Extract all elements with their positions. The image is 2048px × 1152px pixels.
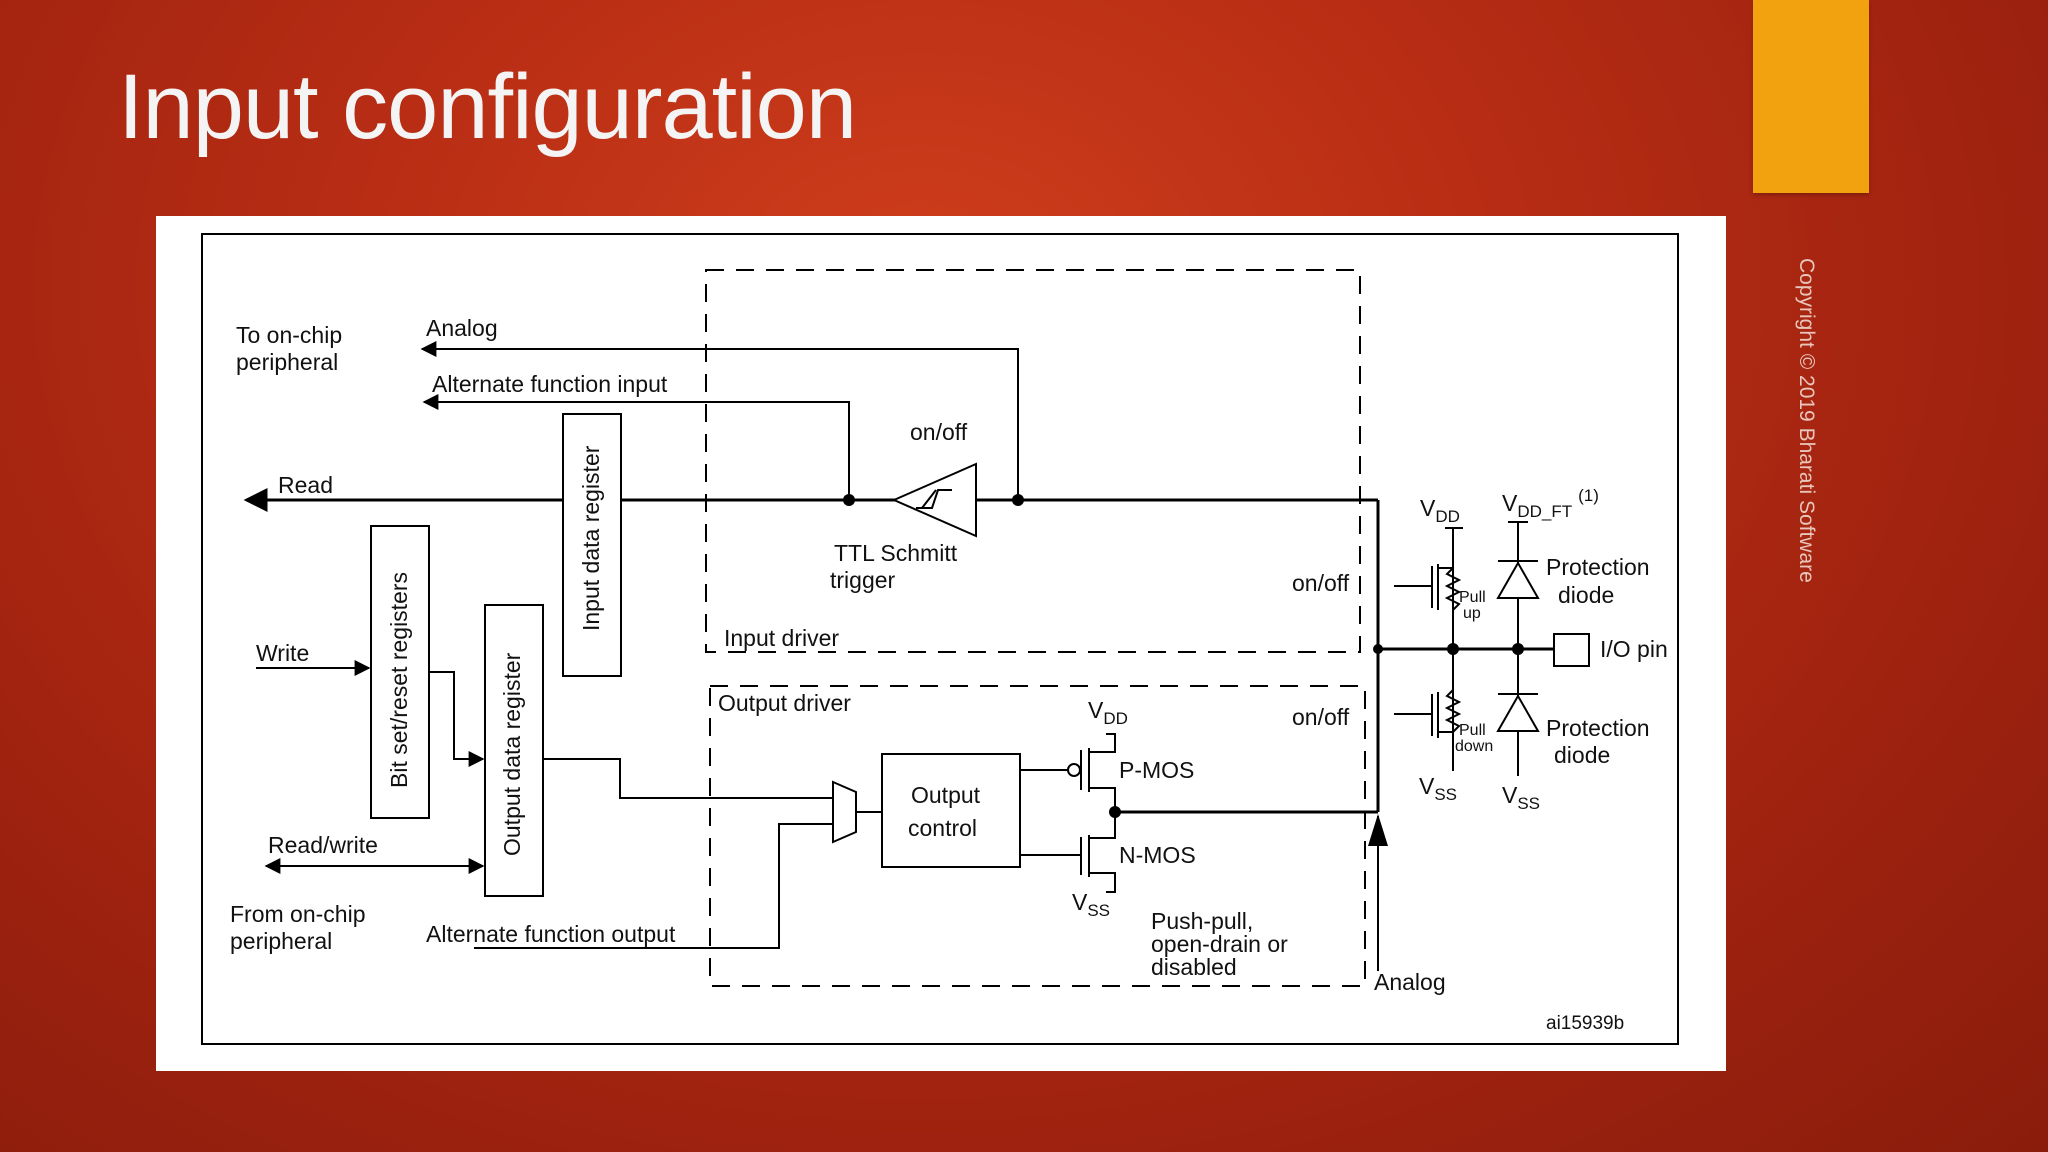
- input-data-register-box: [562, 413, 622, 677]
- bit-set-reset-registers-box: [370, 525, 430, 819]
- pmos-drain-line: [1089, 787, 1116, 812]
- protection-diode-bottom: [1496, 693, 1540, 732]
- copyright-notice: Copyright © 2019 Bharati Software: [1795, 258, 1818, 583]
- input-data-register-label: Input data register: [578, 445, 604, 631]
- ttl-label-2: trigger: [830, 567, 896, 593]
- io-pin-label: I/O pin: [1600, 636, 1668, 662]
- figure-border: [201, 233, 1679, 1045]
- vddft-label: VDD_FT(1): [1502, 486, 1599, 521]
- pullup-label-2: up: [1463, 605, 1481, 622]
- protection-diode-label-1b: diode: [1558, 582, 1614, 608]
- pulldown-onoff-label: on/off: [1292, 704, 1350, 730]
- junction-dot: [843, 494, 855, 506]
- vdd-label: VDD: [1420, 495, 1460, 526]
- odr-to-mux-line: [543, 758, 833, 799]
- schmitt-hysteresis-icon: [921, 489, 937, 509]
- write-label: Write: [256, 640, 309, 666]
- bsrr-to-odr-line: [429, 671, 485, 767]
- protection-diode-top: [1496, 560, 1540, 599]
- analog-bottom-label: Analog: [1374, 969, 1446, 995]
- protection-diode-label-1a: Protection: [1546, 554, 1650, 580]
- alt-func-output-line: [474, 823, 833, 949]
- figure-id-label: ai15939b: [1546, 1013, 1624, 1034]
- output-data-register-box: [484, 604, 544, 897]
- read-write-label: Read/write: [268, 832, 378, 858]
- output-data-register-label: Output data register: [499, 652, 525, 856]
- slide-title: Input configuration: [118, 56, 857, 158]
- nmos-label: N-MOS: [1119, 842, 1196, 868]
- protection-diode-label-2a: Protection: [1546, 715, 1650, 741]
- output-driver-label: Output driver: [718, 690, 851, 716]
- push-pull-label-3: disabled: [1151, 954, 1237, 980]
- push-pull-label-2: open-drain or: [1151, 931, 1288, 957]
- pullup-label-1: Pull: [1459, 589, 1486, 606]
- pulldown-label-2: down: [1455, 738, 1493, 755]
- vss-diode-label: VSS: [1502, 782, 1540, 813]
- pullup-onoff-label: on/off: [1292, 570, 1350, 596]
- vss-nmos-label: VSS: [1072, 889, 1110, 920]
- alt-func-input-line: [422, 394, 850, 500]
- alt-func-input-label: Alternate function input: [432, 371, 668, 397]
- input-driver-label: Input driver: [724, 625, 839, 651]
- pmos-bubble: [1067, 763, 1081, 777]
- output-control-label-1: Output: [911, 782, 981, 808]
- input-driver-region: [705, 269, 1361, 653]
- gpio-input-configuration-diagram: Input data register Bit set/reset regist…: [201, 233, 1679, 1045]
- nmos-source-line: [1089, 872, 1116, 893]
- to-onchip-label-1: To on-chip: [236, 322, 342, 348]
- read-label: Read: [278, 472, 333, 498]
- io-pin-square: [1553, 633, 1590, 667]
- protection-diode-label-2b: diode: [1554, 742, 1610, 768]
- analog-bottom-arrowhead: [1368, 814, 1388, 846]
- pmos-label: P-MOS: [1119, 757, 1194, 783]
- from-onchip-label-1: From on-chip: [230, 901, 365, 927]
- output-control-label-2: control: [908, 815, 977, 841]
- analog-top-label: Analog: [426, 315, 498, 341]
- junction-dot: [1012, 494, 1024, 506]
- push-pull-label-1: Push-pull,: [1151, 908, 1253, 934]
- pullup-resistor: [1444, 567, 1462, 611]
- pmos-source-line: [1089, 733, 1116, 753]
- output-control-box: [881, 753, 1021, 868]
- vdd-pmos-label: VDD: [1088, 697, 1128, 728]
- schmitt-hysteresis-icon: [916, 489, 952, 509]
- accent-block: [1753, 0, 1869, 193]
- vss-pulldown-label: VSS: [1419, 773, 1457, 804]
- alt-func-output-label: Alternate function output: [426, 921, 676, 947]
- pulldown-label-1: Pull: [1459, 722, 1486, 739]
- multiplexer-symbol: [832, 780, 857, 844]
- from-onchip-label-2: peripheral: [230, 928, 332, 954]
- nmos-drain-line: [1089, 812, 1116, 839]
- to-onchip-label-2: peripheral: [236, 349, 338, 375]
- pulldown-resistor: [1444, 689, 1462, 733]
- ttl-label-1: TTL Schmitt: [834, 540, 958, 566]
- analog-top-line: [420, 341, 1019, 497]
- gpio-diagram-panel: Input data register Bit set/reset regist…: [156, 216, 1726, 1071]
- bit-set-reset-label: Bit set/reset registers: [386, 572, 412, 788]
- schmitt-onoff-label: on/off: [910, 419, 968, 445]
